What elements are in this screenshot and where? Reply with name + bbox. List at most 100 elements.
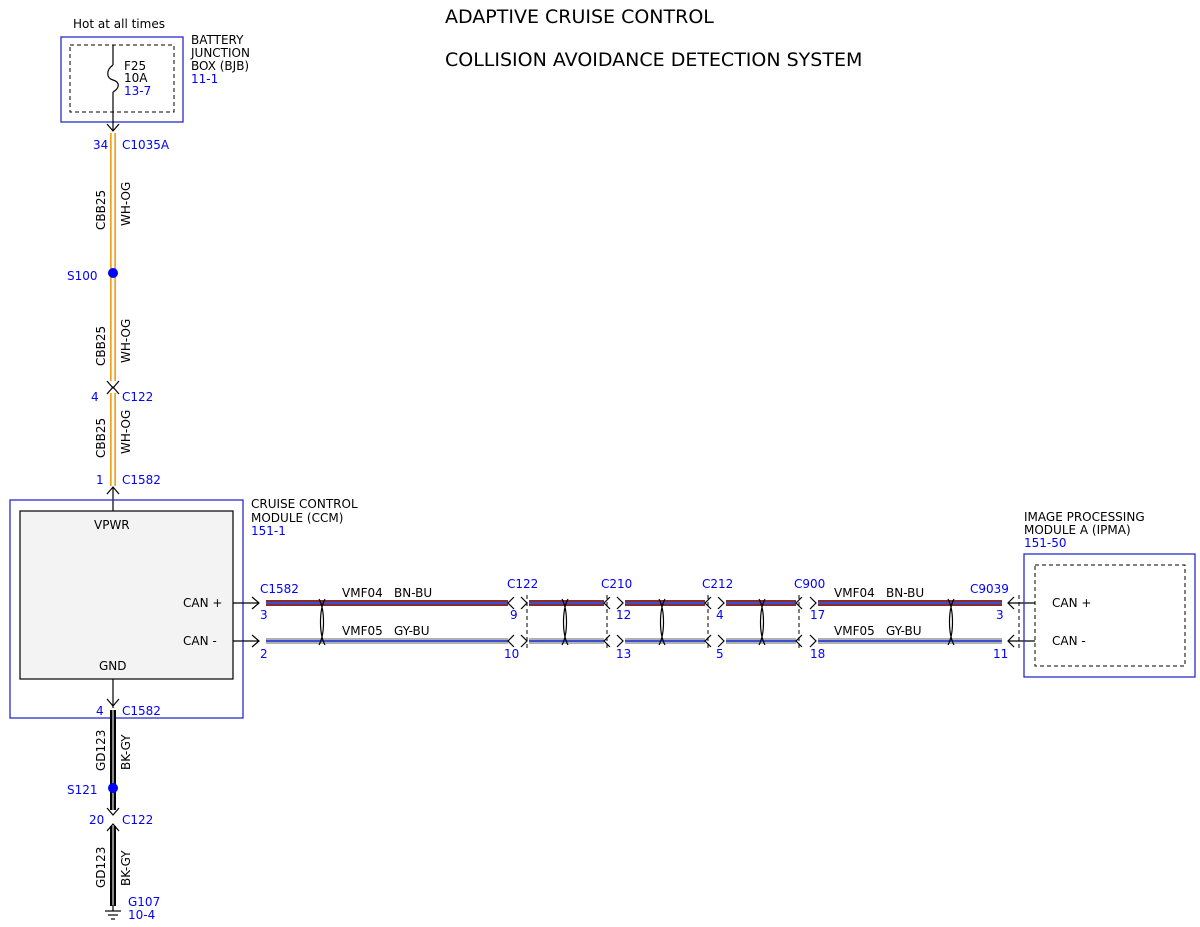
connector-chevron-icon bbox=[106, 823, 120, 832]
wire-vmf04-segment-1[interactable] bbox=[266, 600, 508, 606]
connector-chevron-icon bbox=[795, 634, 803, 648]
wire-vmf05-segment-3[interactable] bbox=[625, 638, 705, 644]
bjb-ref: 11-1 bbox=[191, 72, 218, 86]
pin-20: 20 bbox=[89, 813, 104, 827]
wire-gd123-segment-2[interactable] bbox=[110, 826, 116, 906]
splice-s100: S100 bbox=[67, 269, 98, 283]
pin-2-can: 2 bbox=[260, 647, 268, 661]
wire-gd123-segment-1[interactable] bbox=[110, 710, 116, 810]
fuse-name: F25 bbox=[124, 59, 146, 73]
connector-c122-gnd[interactable]: C122 bbox=[122, 813, 153, 827]
pin-11: 11 bbox=[993, 647, 1008, 661]
connector-chevron-icon bbox=[106, 386, 120, 395]
connector-chevron-icon bbox=[106, 698, 120, 707]
connector-chevron-icon bbox=[795, 596, 803, 610]
wire-color-label: GY-BU bbox=[394, 624, 430, 638]
connector-c1582-can[interactable]: C1582 bbox=[260, 582, 299, 596]
wire-circuit-label: VMF05 bbox=[342, 624, 383, 638]
wire-circuit-label: CBB25 bbox=[94, 418, 108, 458]
ccm-gnd-label: GND bbox=[99, 659, 127, 673]
connector-chevron-icon bbox=[704, 596, 712, 610]
twisted-pair-icon bbox=[758, 598, 766, 646]
ccm-outer-box[interactable] bbox=[9, 499, 244, 719]
wire-circuit-label: GD123 bbox=[94, 730, 108, 771]
connector-chevron-icon bbox=[603, 596, 611, 610]
wire-color-label: BN-BU bbox=[394, 586, 432, 600]
splice-s121: S121 bbox=[67, 783, 98, 797]
wire-circuit-label: CBB25 bbox=[94, 190, 108, 230]
wire-cbb25-segment-1[interactable] bbox=[110, 133, 116, 381]
wire-color-label: GY-BU bbox=[886, 624, 922, 638]
connector-chevron-icon bbox=[603, 634, 611, 648]
ipma-box[interactable] bbox=[1023, 553, 1196, 678]
bjb-name-line1: BATTERY bbox=[191, 33, 244, 47]
twisted-pair-icon bbox=[318, 598, 326, 646]
pin-17: 17 bbox=[810, 608, 825, 622]
connector-c122-can[interactable]: C122 bbox=[507, 577, 538, 591]
twisted-pair-icon bbox=[658, 598, 666, 646]
connector-chevron-icon bbox=[106, 123, 120, 132]
fuse-icon[interactable] bbox=[107, 45, 119, 130]
fuse-ref: 13-7 bbox=[124, 84, 151, 98]
ground-ref: 10-4 bbox=[128, 908, 155, 922]
connector-chevron-icon bbox=[520, 596, 528, 610]
twisted-pair-icon bbox=[947, 598, 955, 646]
wire-color-label: BK-GY bbox=[119, 850, 133, 886]
ccm-vpwr-label: VPWR bbox=[94, 518, 130, 532]
wire-color-label: WH-OG bbox=[119, 182, 133, 226]
wire-cbb25-segment-3[interactable] bbox=[110, 393, 116, 486]
wire-vmf04-segment-5[interactable] bbox=[818, 600, 1002, 606]
ccm-module[interactable] bbox=[19, 510, 234, 680]
bjb-name-line3: BOX (BJB) bbox=[191, 59, 249, 73]
connector-c1035a[interactable]: C1035A bbox=[122, 138, 170, 152]
pin-4-c212: 4 bbox=[716, 608, 724, 622]
pin-5: 5 bbox=[716, 647, 724, 661]
wire-vmf04-segment-3[interactable] bbox=[625, 600, 705, 606]
connector-chevron-icon bbox=[717, 634, 725, 648]
splice-dot-icon[interactable] bbox=[108, 783, 118, 793]
connector-c1582[interactable]: C1582 bbox=[122, 473, 161, 487]
twisted-pair-icon bbox=[561, 598, 569, 646]
wire-circuit-label: CBB25 bbox=[94, 326, 108, 366]
pin-4-gnd: 4 bbox=[96, 704, 104, 718]
connector-chevron-icon bbox=[616, 634, 624, 648]
connector-chevron-icon bbox=[809, 634, 817, 648]
connector-chevron-icon bbox=[616, 596, 624, 610]
connector-c122[interactable]: C122 bbox=[122, 390, 153, 404]
connector-chevron-icon bbox=[106, 807, 120, 816]
connector-c210[interactable]: C210 bbox=[601, 577, 632, 591]
ipma-can-plus-label: CAN + bbox=[1052, 596, 1091, 610]
bjb-box[interactable] bbox=[60, 36, 184, 123]
connector-c9039[interactable]: C9039 bbox=[970, 582, 1009, 596]
connector-c900[interactable]: C900 bbox=[794, 577, 825, 591]
wire-color-label: BN-BU bbox=[886, 586, 924, 600]
ipma-can-minus-label: CAN - bbox=[1052, 634, 1086, 648]
pin-3-ipma: 3 bbox=[996, 608, 1004, 622]
ground-g107[interactable]: G107 bbox=[128, 895, 160, 909]
connector-c1582-gnd[interactable]: C1582 bbox=[122, 704, 161, 718]
connector-chevron-icon bbox=[251, 634, 260, 648]
pin-3-can: 3 bbox=[260, 608, 268, 622]
bjb-inner-dashed bbox=[69, 44, 175, 113]
ccm-ref: 151-1 bbox=[251, 524, 286, 538]
wire-color-label: WH-OG bbox=[119, 410, 133, 454]
wire-vmf05-segment-5[interactable] bbox=[818, 638, 1002, 644]
wire-circuit-label: VMF04 bbox=[342, 586, 383, 600]
connector-chevron-icon bbox=[507, 634, 515, 648]
ground-symbol-icon bbox=[105, 905, 121, 920]
diagram-title: ADAPTIVE CRUISE CONTROL bbox=[445, 6, 714, 28]
connector-c212[interactable]: C212 bbox=[702, 577, 733, 591]
ccm-can-plus-label: CAN + bbox=[183, 596, 222, 610]
wire-vmf05-segment-1[interactable] bbox=[266, 638, 508, 644]
wire-circuit-label: GD123 bbox=[94, 847, 108, 888]
connector-chevron-icon bbox=[704, 634, 712, 648]
ccm-can-minus-label: CAN - bbox=[183, 634, 217, 648]
connector-chevron-icon bbox=[717, 596, 725, 610]
splice-dot-icon[interactable] bbox=[108, 268, 118, 278]
connector-chevron-icon bbox=[106, 380, 120, 389]
wire-color-label: WH-OG bbox=[119, 319, 133, 363]
connector-chevron-icon bbox=[809, 596, 817, 610]
pin-1: 1 bbox=[96, 473, 104, 487]
pin-18: 18 bbox=[810, 647, 825, 661]
